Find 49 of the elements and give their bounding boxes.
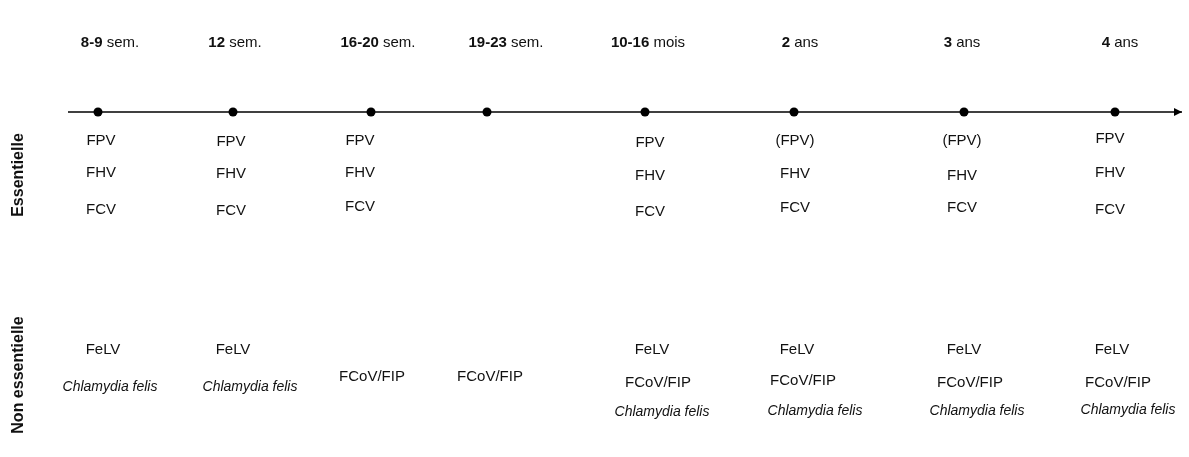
time-label: 8-9 sem. <box>80 33 140 51</box>
vaccine-label: FHV <box>86 163 116 181</box>
vaccine-label: FHV <box>216 164 246 182</box>
vaccine-label: (FPV) <box>942 131 982 149</box>
vaccine-label: FPV <box>635 133 665 151</box>
vaccine-label: FPV <box>1095 129 1125 147</box>
vaccine-label: FCoV/FIP <box>937 373 1003 391</box>
vaccine-label: FCoV/FIP <box>457 367 523 385</box>
vaccine-label: FeLV <box>946 340 982 358</box>
vaccine-label: Chlamydia felis <box>614 404 710 420</box>
time-label: 3 ans <box>943 33 981 51</box>
vaccine-label: Chlamydia felis <box>767 403 863 419</box>
vaccine-label: FCV <box>947 198 977 216</box>
time-label: 2 ans <box>781 33 819 51</box>
time-label: 19-23 sem. <box>468 33 544 51</box>
vaccine-label: FeLV <box>779 340 815 358</box>
vaccine-label: FHV <box>1095 163 1125 181</box>
group-label: Essentielle <box>9 133 27 217</box>
vaccine-label: FeLV <box>215 340 251 358</box>
vaccine-label: FPV <box>345 131 375 149</box>
vaccine-label: FHV <box>635 166 665 184</box>
vaccine-label: FCoV/FIP <box>339 367 405 385</box>
vaccine-label: FCV <box>780 198 810 216</box>
time-label: 10-16 mois <box>610 33 686 51</box>
vaccine-label: Chlamydia felis <box>929 403 1025 419</box>
group-label: Non essentielle <box>9 316 27 434</box>
vaccine-label: FCoV/FIP <box>625 373 691 391</box>
vaccine-label: FPV <box>216 132 246 150</box>
vaccine-label: Chlamydia felis <box>62 379 158 395</box>
vaccine-label: Chlamydia felis <box>202 379 298 395</box>
time-label: 16-20 sem. <box>340 33 416 51</box>
vaccine-label: FCV <box>345 197 375 215</box>
vaccine-label: FCoV/FIP <box>1085 373 1151 391</box>
vaccine-label: FCoV/FIP <box>770 371 836 389</box>
vaccine-label: Chlamydia felis <box>1080 402 1176 418</box>
time-label: 12 sem. <box>208 33 262 51</box>
vaccine-label: FCV <box>1095 200 1125 218</box>
vaccine-label: FCV <box>216 201 246 219</box>
vaccine-label: FCV <box>635 202 665 220</box>
vaccine-label: FPV <box>86 131 116 149</box>
vaccine-label: FeLV <box>85 340 121 358</box>
vaccine-label: FCV <box>86 200 116 218</box>
vaccine-label: FeLV <box>634 340 670 358</box>
vaccine-label: FeLV <box>1094 340 1130 358</box>
vaccine-label: FHV <box>345 163 375 181</box>
vaccine-label: FHV <box>780 164 810 182</box>
time-label: 4 ans <box>1101 33 1139 51</box>
vaccine-label: FHV <box>947 166 977 184</box>
vaccine-label: (FPV) <box>775 131 815 149</box>
